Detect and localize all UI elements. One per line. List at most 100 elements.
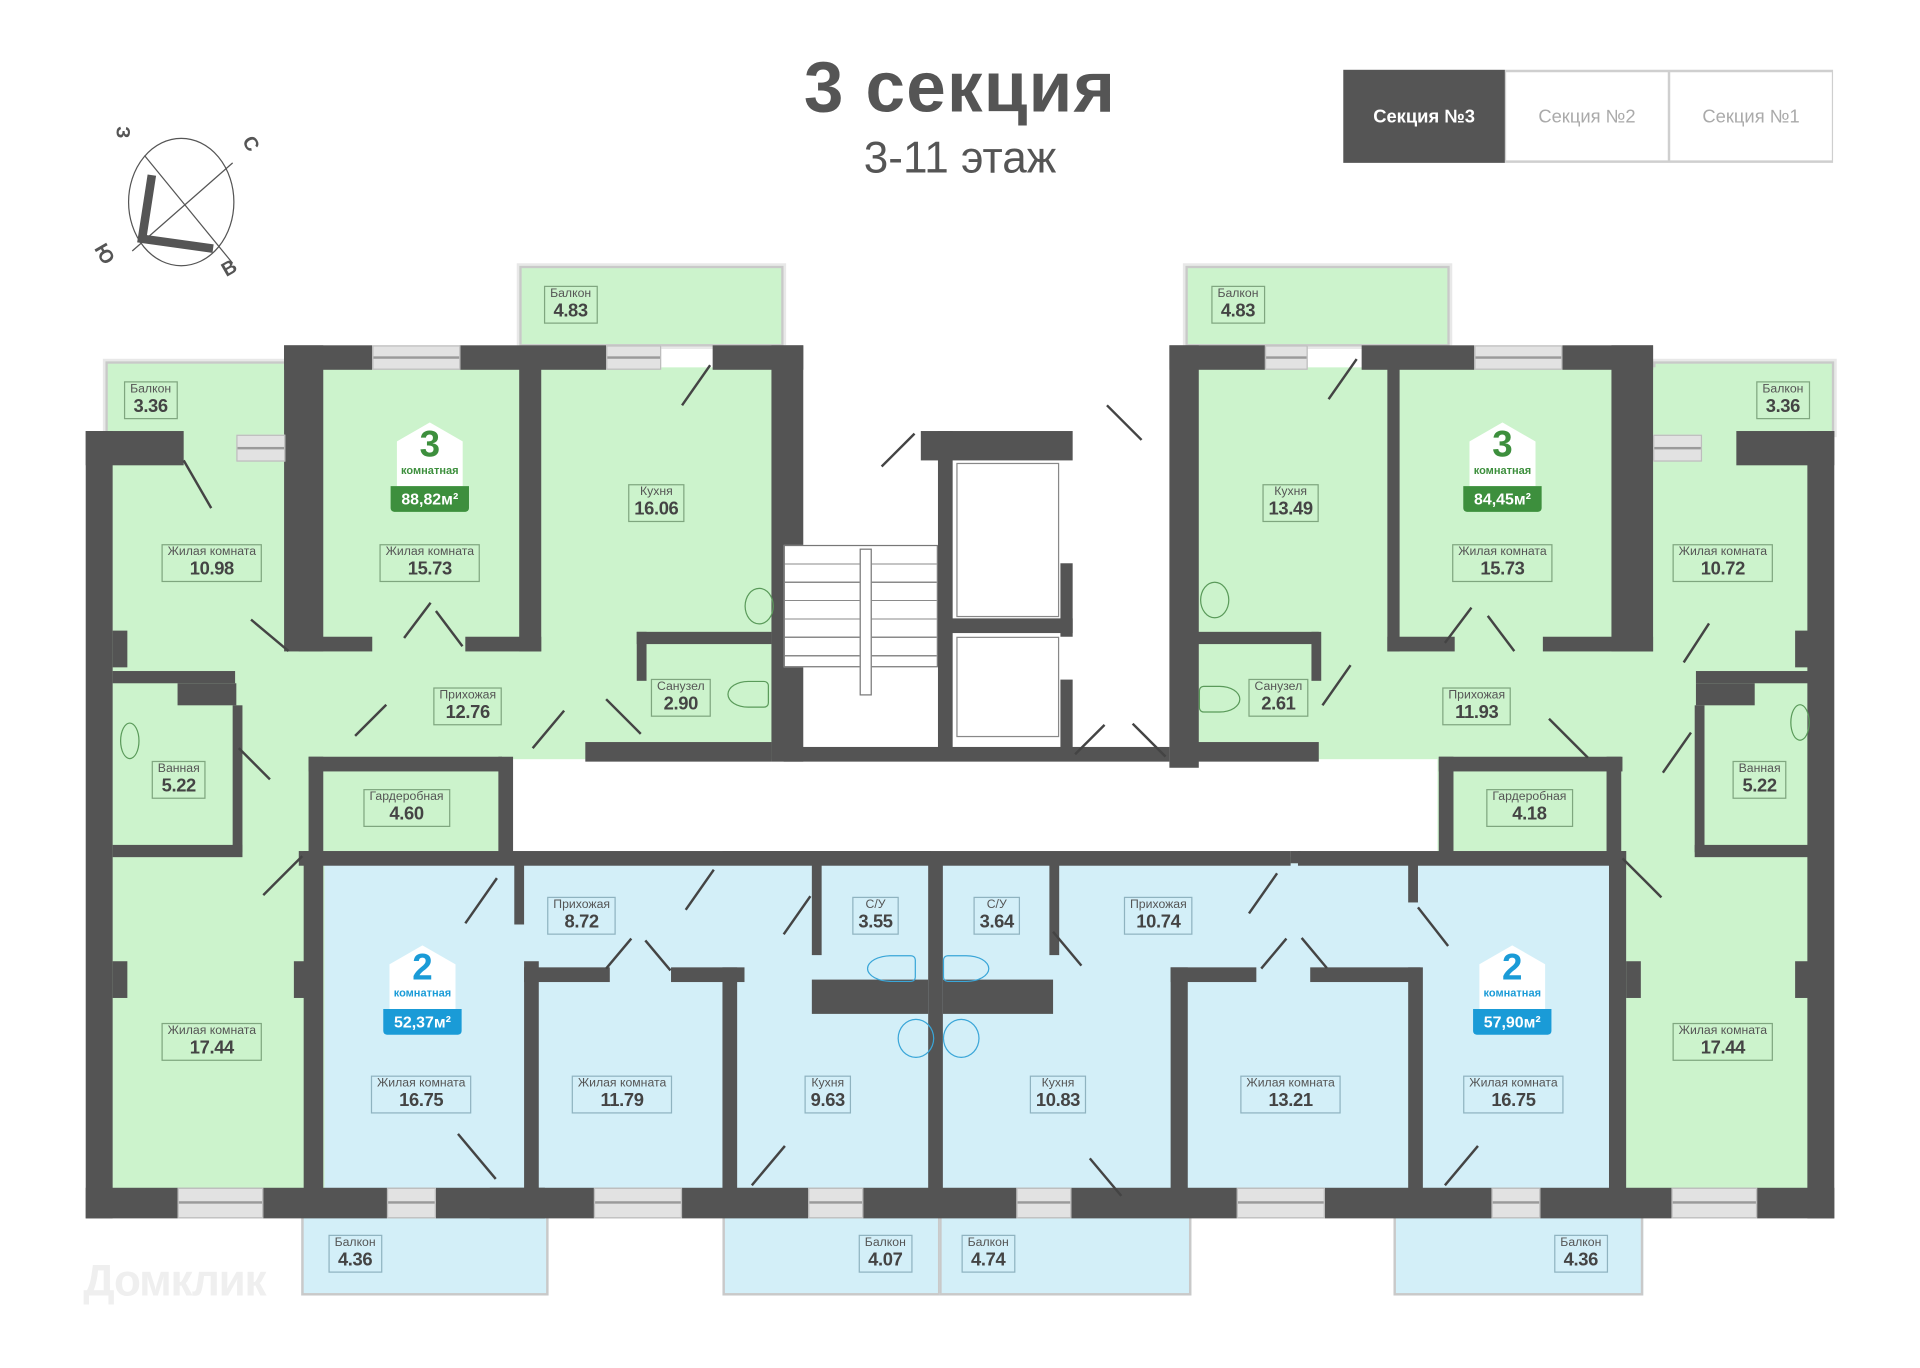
wall (1695, 683, 1755, 706)
window (1264, 345, 1308, 370)
section-2-tab[interactable]: Секция №2 (1504, 69, 1669, 163)
wall (308, 756, 324, 861)
section-2-label: Секция №2 (1538, 105, 1636, 127)
wall (585, 742, 772, 762)
wall (293, 961, 309, 998)
wall (459, 345, 607, 370)
sink-icon (942, 1018, 980, 1058)
wall (1170, 967, 1257, 983)
window (593, 1187, 683, 1219)
window (1653, 434, 1703, 462)
window (236, 434, 286, 462)
elevator-1 (956, 462, 1060, 618)
section-3-label: Секция №3 (1373, 105, 1475, 127)
house-icon: 3 комнатная (396, 422, 463, 487)
wall (1310, 967, 1421, 983)
wall (1438, 756, 1623, 772)
toilet-icon (727, 680, 769, 708)
wall (928, 863, 943, 1194)
watermark: Домклик (83, 1255, 266, 1306)
wall (1387, 636, 1455, 652)
wall (1361, 345, 1475, 370)
wall (1060, 563, 1073, 637)
balcony-left-2room-west (301, 1214, 549, 1296)
house-icon: 3 комнатная (1469, 422, 1536, 487)
wall (937, 618, 1073, 634)
wall (1196, 631, 1319, 645)
wall (1438, 756, 1454, 861)
wall (1196, 742, 1319, 762)
wall (1736, 431, 1835, 466)
apartment-right-3room-area-south (1610, 857, 1825, 1201)
apartment-area: 52,37м² (383, 1008, 462, 1035)
wall (722, 851, 931, 864)
wall (112, 844, 243, 858)
balcony-left-north (516, 263, 787, 349)
house-icon: 2 комнатная (389, 945, 456, 1009)
wall (1408, 967, 1423, 1194)
wall (1606, 756, 1622, 861)
wall-south (85, 1187, 1835, 1219)
apartment-badge-88-82[interactable]: 3 комнатная 88,82м² (390, 422, 469, 512)
wall (1807, 431, 1835, 1219)
apartment-area: 57,90м² (1473, 1008, 1552, 1035)
window (1236, 1187, 1325, 1219)
sink-icon (744, 587, 774, 625)
window (1474, 345, 1563, 370)
window (606, 345, 662, 370)
balcony-right-2room-east (1393, 1214, 1644, 1296)
apartment-left-3room-area-south (110, 857, 325, 1201)
window (1671, 1187, 1758, 1219)
apartment-badge-52-37[interactable]: 2 комнатная 52,37м² (383, 945, 462, 1035)
apartment-badge-57-90[interactable]: 2 комнатная 57,90м² (1473, 945, 1552, 1035)
wall (942, 979, 1054, 1014)
wall (519, 367, 542, 652)
wall (1542, 636, 1654, 652)
wall (524, 961, 539, 1194)
wall (1170, 967, 1188, 1194)
wall (1049, 863, 1060, 956)
wall (1608, 851, 1627, 1194)
section-selector: Секция №3 Секция №2 Секция №1 (1343, 69, 1834, 163)
toilet-icon (942, 955, 990, 983)
wall (112, 630, 128, 668)
section-3-tab[interactable]: Секция №3 (1343, 69, 1505, 163)
wall (1060, 679, 1073, 754)
wall (1408, 863, 1418, 903)
wall (811, 863, 822, 956)
wall (1290, 851, 1301, 864)
wall (1626, 961, 1641, 998)
sink-icon (1200, 581, 1230, 619)
wall (636, 631, 772, 645)
apartment-area: 84,45м² (1463, 486, 1542, 512)
compass-icon (127, 137, 235, 267)
sink-icon (120, 722, 140, 760)
elevator-2 (956, 636, 1060, 738)
section-1-tab[interactable]: Секция №1 (1668, 69, 1834, 163)
wall (811, 979, 929, 1014)
apartment-badge-84-45[interactable]: 3 комнатная 84,45м² (1463, 422, 1542, 512)
